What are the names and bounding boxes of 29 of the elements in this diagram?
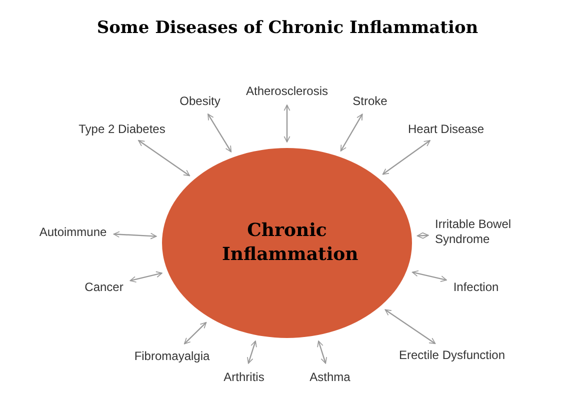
disease-label: Heart Disease [408, 122, 484, 136]
disease-label: Autoimmune [39, 225, 107, 239]
double-arrow [384, 309, 436, 344]
double-arrow [207, 114, 232, 152]
double-arrow [412, 270, 447, 282]
double-arrow [416, 232, 429, 239]
double-arrow [113, 231, 157, 240]
double-arrow [184, 322, 207, 344]
double-arrow [130, 271, 162, 283]
disease-label: Cancer [84, 280, 124, 294]
double-arrow [317, 340, 327, 364]
disease-label: Stroke [352, 94, 388, 108]
double-arrow [138, 140, 190, 176]
disease-label: Fibromayalgia [134, 349, 210, 363]
disease-label: Infection [453, 280, 499, 294]
disease-label: Atherosclerosis [246, 84, 328, 98]
disease-label: Arthritis [224, 370, 264, 384]
central-ellipse [162, 148, 412, 338]
diagram-title: Some Diseases of Chronic Inflammation [96, 18, 480, 38]
disease-label: Asthma [310, 370, 350, 384]
double-arrow [247, 340, 257, 364]
double-arrow [382, 140, 430, 175]
central-label: Chronic Inflammation [221, 219, 360, 267]
double-arrow [284, 104, 290, 142]
disease-label: Irritable Bowel Syndrome [435, 217, 545, 247]
disease-label: Type 2 Diabetes [78, 122, 166, 136]
disease-label: Obesity [180, 94, 220, 108]
double-arrow [340, 114, 363, 152]
disease-label: Erectile Dysfunction [398, 348, 506, 362]
